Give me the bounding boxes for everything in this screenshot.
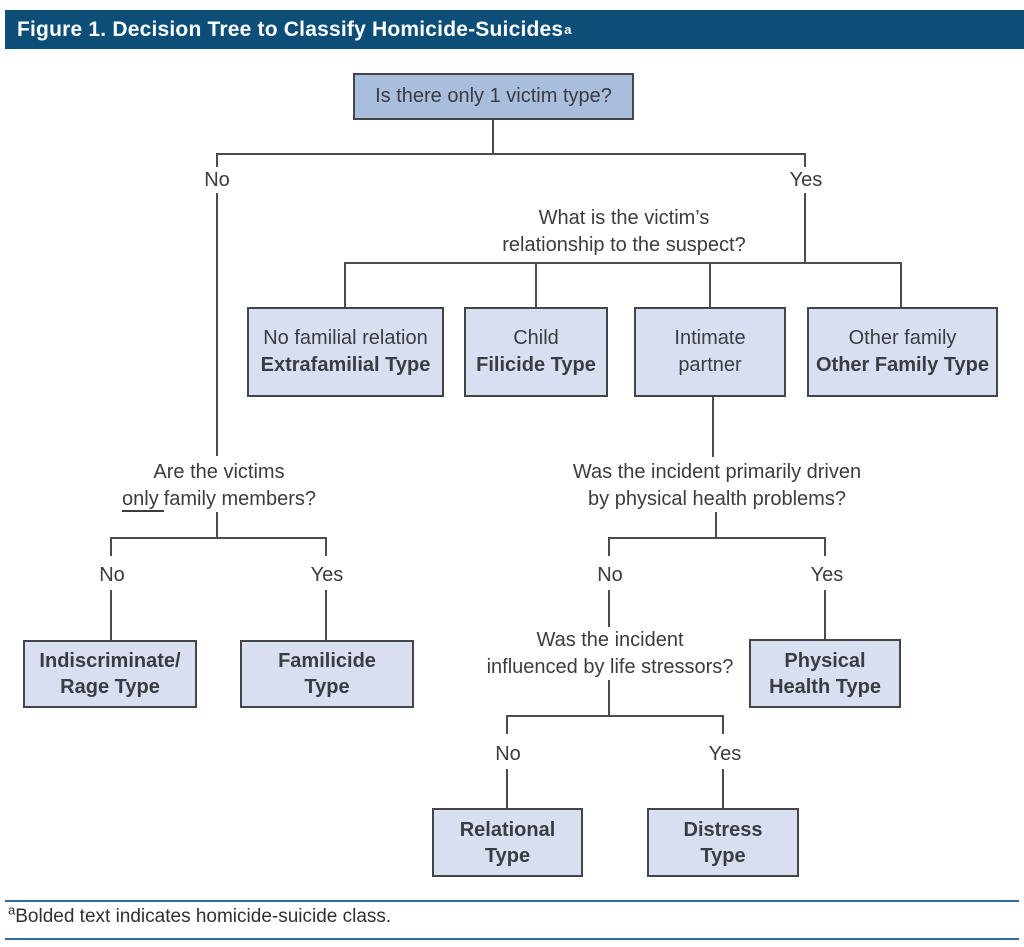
life-stressors-question-line2: influenced by life stressors? <box>486 656 734 678</box>
connector-line <box>712 397 714 457</box>
connector-line <box>506 769 508 808</box>
connector-line <box>492 120 494 154</box>
intimate-partner-line1: Intimate <box>674 327 746 349</box>
node-distress-type: Distress Type <box>647 808 799 877</box>
branch-label-no: No <box>99 564 125 586</box>
connector-line <box>804 193 806 263</box>
relational-type-line2: Type <box>484 844 531 867</box>
branch-label-yes: Yes <box>789 169 823 191</box>
branch-label-yes: Yes <box>708 743 742 765</box>
only-family-underlined-word: only <box>122 488 164 512</box>
indiscriminate-type-line2: Rage Type <box>60 676 160 698</box>
node-life-stressors-question: Was the incident influenced by life stre… <box>450 627 770 681</box>
connector-line <box>608 680 610 717</box>
node-relationship-question: What is the victim’s relationship to the… <box>464 205 784 259</box>
physical-health-question-line2: by physical health problems? <box>588 488 846 510</box>
connector-line <box>715 512 717 539</box>
figure-title-bar: Figure 1. Decision Tree to Classify Homi… <box>5 10 1024 49</box>
connector-line <box>344 262 346 307</box>
connector-line <box>608 537 610 556</box>
node-intimate-partner: Intimate partner <box>634 307 786 397</box>
node-indiscriminate-rage-type: Indiscriminate/ Rage Type <box>23 640 197 708</box>
branch-label-yes: Yes <box>310 564 344 586</box>
connector-line <box>110 537 327 539</box>
distress-type-line1: Distress <box>683 818 763 841</box>
relationship-question-line2: relationship to the suspect? <box>502 234 746 256</box>
connector-line <box>216 153 218 167</box>
node-familicide-type: Familicide Type <box>240 640 414 708</box>
connector-line <box>535 262 537 307</box>
connector-line <box>506 715 724 717</box>
figure-title: Figure 1. Decision Tree to Classify Homi… <box>17 17 564 41</box>
connector-line <box>804 153 806 167</box>
only-family-question-line2: family members? <box>163 488 316 510</box>
connector-line <box>506 715 508 734</box>
footnote-top-rule <box>5 900 1019 902</box>
connector-line <box>325 590 327 640</box>
node-extrafamilial-type: No familial relation Extrafamilial Type <box>247 307 444 397</box>
branch-label-no: No <box>204 169 230 191</box>
familicide-type-line1: Familicide <box>278 650 376 672</box>
footnote: aBolded text indicates homicide-suicide … <box>8 902 392 928</box>
connector-line <box>216 512 218 539</box>
node-root-question: Is there only 1 victim type? <box>353 73 634 120</box>
indiscriminate-type-line1: Indiscriminate/ <box>39 650 181 672</box>
relational-type-line1: Relational <box>459 818 556 841</box>
filicide-type-name: Filicide Type <box>476 354 596 376</box>
node-physical-health-question: Was the incident primarily driven by phy… <box>537 459 897 513</box>
node-relational-type: Relational Type <box>432 808 583 877</box>
extrafamilial-type-name: Extrafamilial Type <box>260 354 431 376</box>
connector-line <box>722 769 724 808</box>
footnote-text: Bolded text indicates homicide-suicide c… <box>15 906 392 927</box>
footnote-bottom-rule <box>5 938 1019 940</box>
connector-line <box>325 537 327 556</box>
connector-line <box>110 590 112 640</box>
physical-health-type-line1: Physical <box>784 649 866 672</box>
other-family-type-name: Other Family Type <box>815 354 989 376</box>
life-stressors-question-line1: Was the incident <box>536 629 684 651</box>
connector-line <box>900 262 902 307</box>
node-other-family-type: Other family Other Family Type <box>807 307 998 397</box>
root-question-text: Is there only 1 victim type? <box>375 85 612 107</box>
intimate-partner-line2: partner <box>678 354 742 376</box>
connector-line <box>824 590 826 639</box>
familicide-type-line2: Type <box>304 676 350 698</box>
connector-line <box>709 262 711 307</box>
connector-line <box>110 537 112 556</box>
connector-line <box>216 193 218 456</box>
distress-type-line2: Type <box>700 844 746 867</box>
connector-line <box>344 262 902 264</box>
physical-health-question-line1: Was the incident primarily driven <box>572 461 862 483</box>
footnote-superscript: a <box>8 902 16 918</box>
branch-label-no: No <box>597 564 623 586</box>
connector-line <box>608 537 826 539</box>
branch-label-yes: Yes <box>810 564 844 586</box>
branch-label-no: No <box>495 743 521 765</box>
only-family-question-line1: Are the victims <box>153 461 285 483</box>
relationship-question-line1: What is the victim’s <box>538 207 710 229</box>
node-physical-health-type: Physical Health Type <box>749 639 901 708</box>
connector-line <box>722 715 724 734</box>
connector-line <box>824 537 826 556</box>
connector-line <box>608 590 610 627</box>
node-filicide-type: Child Filicide Type <box>464 307 608 397</box>
other-family-label: Other family <box>848 327 957 349</box>
filicide-label: Child <box>513 327 559 349</box>
extrafamilial-label: No familial relation <box>263 327 428 349</box>
physical-health-type-line2: Health Type <box>769 675 881 698</box>
connector-line <box>216 153 806 155</box>
